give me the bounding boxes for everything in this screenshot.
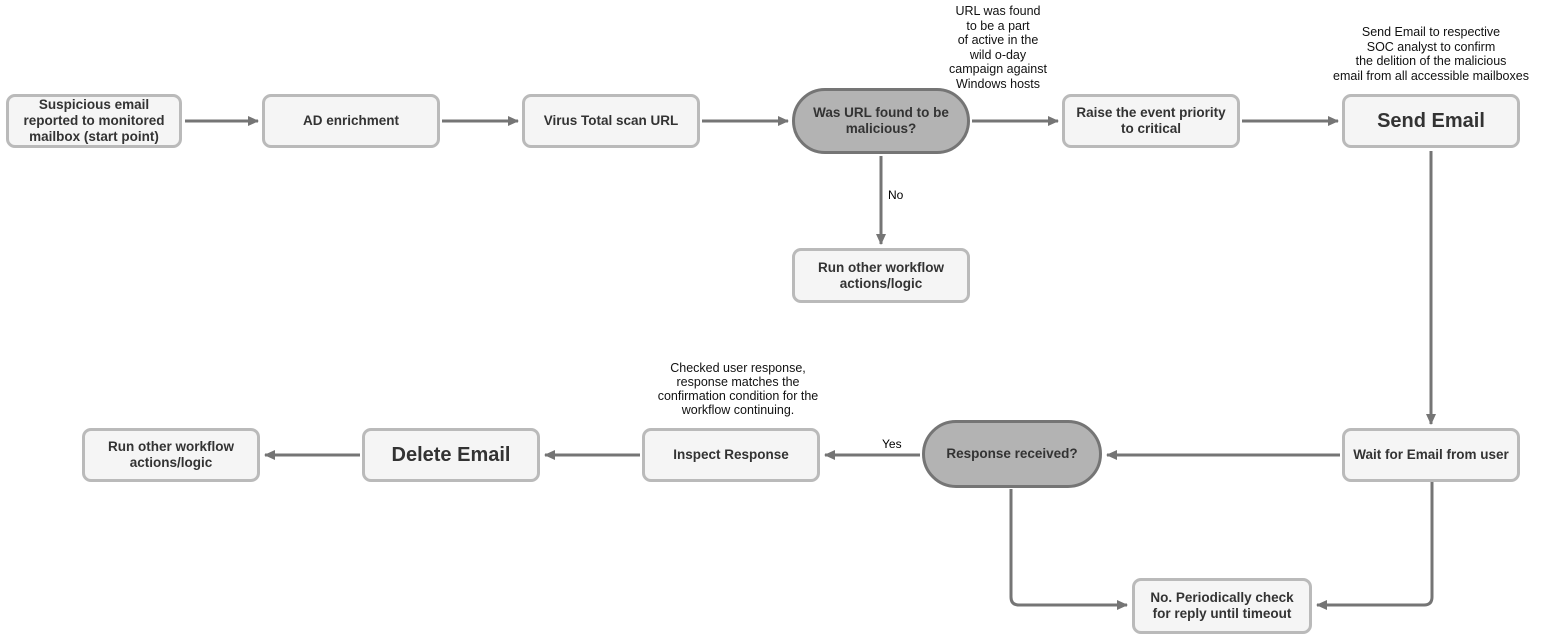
node-send-email: Send Email bbox=[1342, 94, 1520, 148]
node-run-other-workflow-bottom: Run other workflow actions/logic bbox=[82, 428, 260, 482]
node-virus-total-scan: Virus Total scan URL bbox=[522, 94, 700, 148]
node-periodic-check: No. Periodically check for reply until t… bbox=[1132, 578, 1312, 634]
edge-label-no: No bbox=[888, 188, 904, 202]
node-response-received-decision: Response received? bbox=[922, 420, 1102, 488]
node-wait-for-email: Wait for Email from user bbox=[1342, 428, 1520, 482]
annotation-url-campaign: URL was found to be a part of active in … bbox=[949, 4, 1047, 91]
node-raise-priority: Raise the event priority to critical bbox=[1062, 94, 1240, 148]
node-inspect-response: Inspect Response bbox=[642, 428, 820, 482]
annotation-send-email: Send Email to respective SOC analyst to … bbox=[1333, 25, 1529, 83]
node-delete-email: Delete Email bbox=[362, 428, 540, 482]
node-suspicious-email-start: Suspicious email reported to monitored m… bbox=[6, 94, 182, 148]
node-run-other-workflow-top: Run other workflow actions/logic bbox=[792, 248, 970, 303]
edge-label-yes: Yes bbox=[882, 437, 902, 451]
node-ad-enrichment: AD enrichment bbox=[262, 94, 440, 148]
node-url-malicious-decision: Was URL found to be malicious? bbox=[792, 88, 970, 154]
connector-response-no-to-periodic-check bbox=[1009, 489, 1128, 610]
annotation-inspect-response: Checked user response, response matches … bbox=[657, 361, 819, 417]
connector-wait-to-periodic-check bbox=[1316, 481, 1434, 610]
